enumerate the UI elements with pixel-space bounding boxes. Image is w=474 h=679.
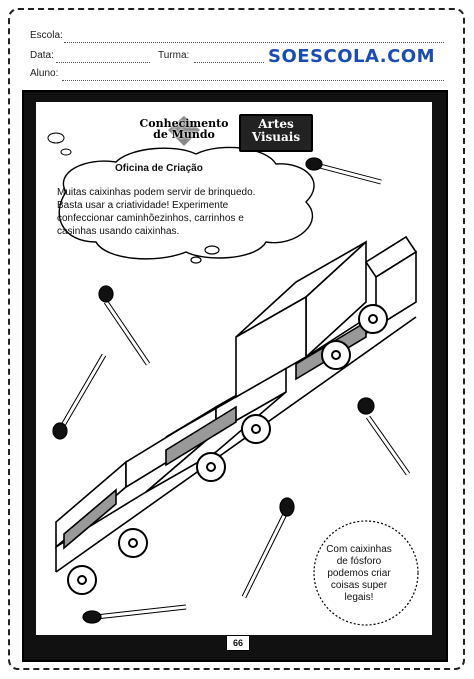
subject-tag-knowledge-line2: de Mundo [153, 128, 215, 141]
subject-tag-arts-line1: Artes [258, 117, 294, 131]
class-line[interactable] [194, 62, 264, 63]
activity-panel: Conhecimento de Mundo Artes Visuais [36, 102, 432, 635]
date-line[interactable] [56, 62, 150, 63]
page-number: 66 [226, 635, 250, 651]
school-line[interactable] [64, 42, 444, 43]
student-line[interactable] [62, 80, 444, 81]
class-label: Turma: [158, 50, 190, 61]
subject-tag-knowledge: Conhecimento de Mundo [134, 116, 234, 148]
thought-cloud [47, 132, 315, 264]
subject-tag-visual-arts: Artes Visuais [239, 114, 313, 152]
matchsticks [52, 157, 411, 624]
illustration [47, 132, 419, 626]
subject-tag-arts-line2: Visuais [251, 130, 301, 144]
subject-tag-knowledge-line1: Conhecimento [139, 117, 229, 130]
student-label: Aluno: [30, 68, 59, 79]
bubble-text: Com caixinhas de fósforo podemos criar c… [326, 544, 392, 603]
brand-logo: SOESCOLA.COM [268, 46, 436, 67]
school-label: Escola: [30, 30, 63, 41]
date-label: Data: [30, 50, 54, 61]
speech-bubble [313, 520, 419, 626]
activity-page: Conhecimento de Mundo Artes Visuais [22, 90, 448, 662]
cloud-text: Muitas caixinhas podem servir de brinque… [57, 187, 256, 237]
truck-wheels [67, 304, 388, 595]
cloud-title: Oficina de Criação [115, 163, 203, 174]
worksheet-border [8, 8, 465, 670]
